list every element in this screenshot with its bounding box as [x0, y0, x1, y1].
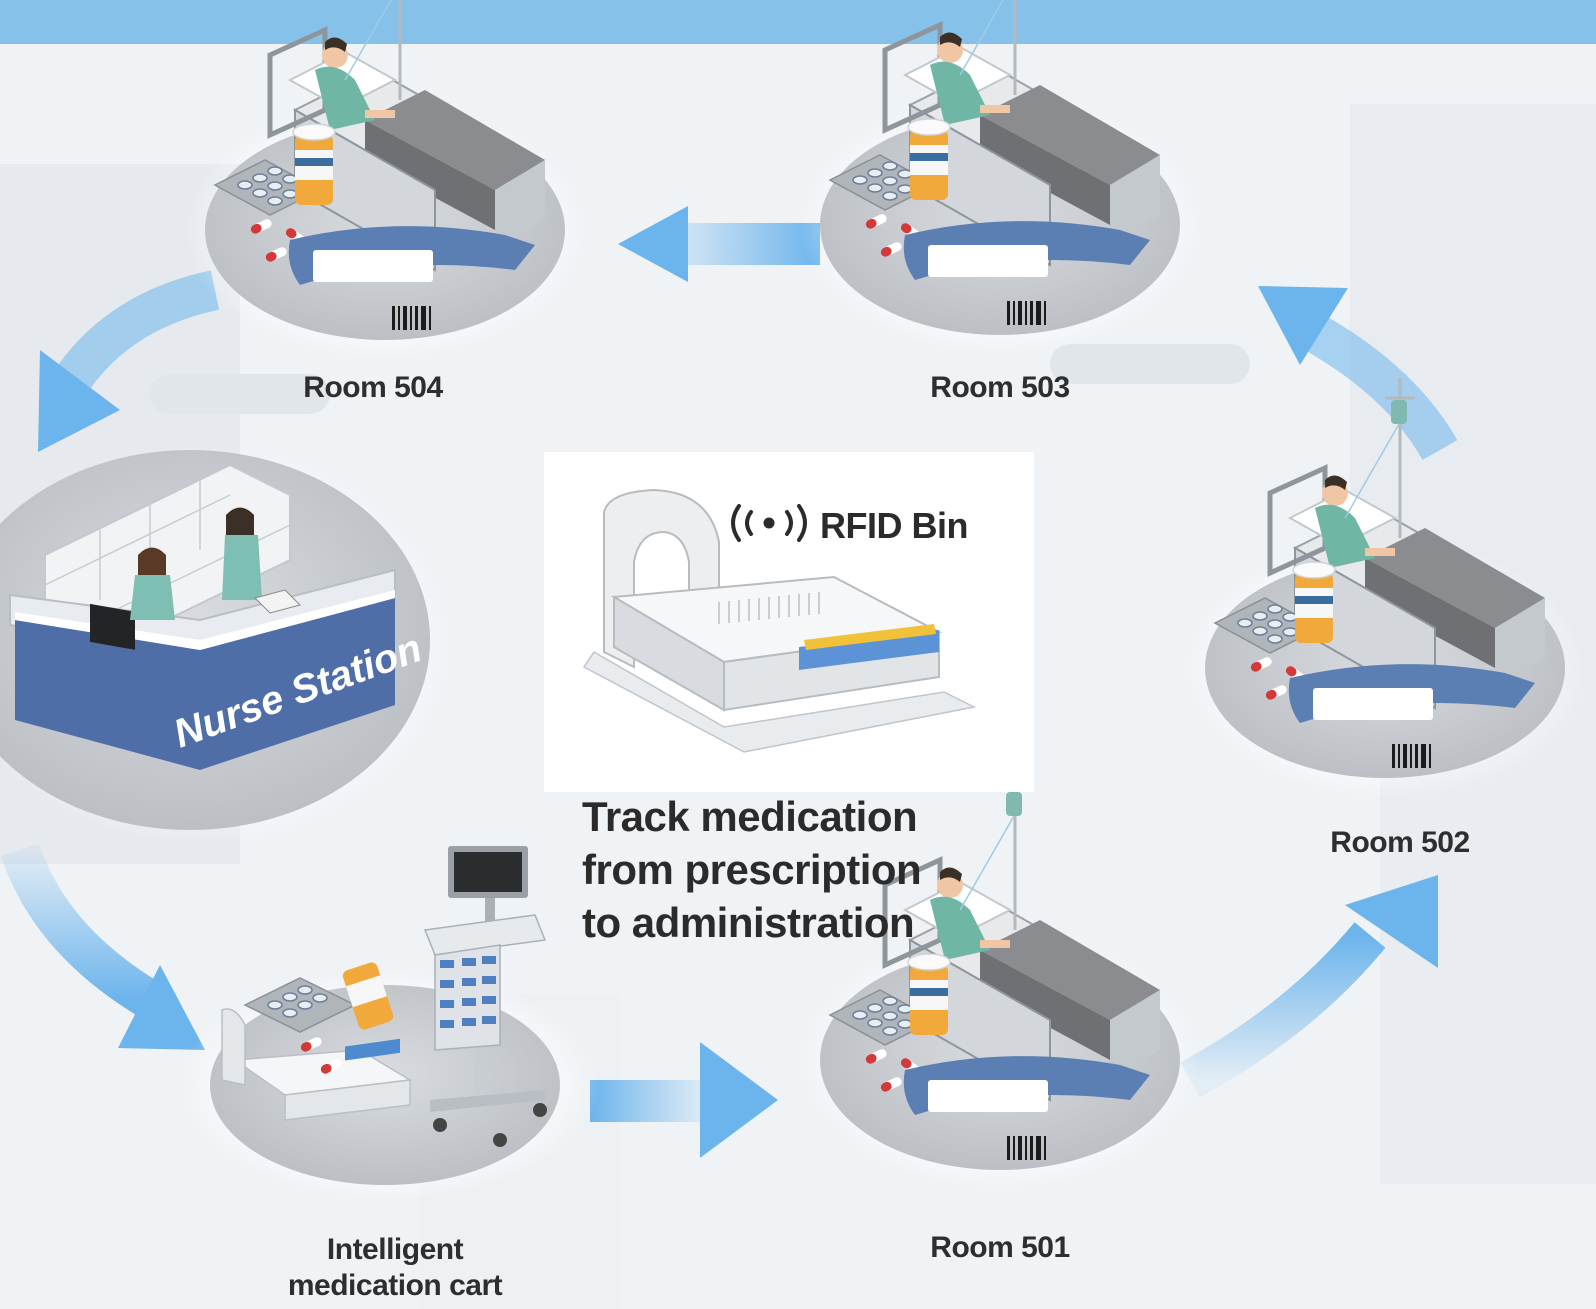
- tagline: Track medication from prescription to ad…: [582, 790, 922, 949]
- arrow-cart-to-501: [590, 1042, 778, 1158]
- room-501-label: Room 501: [930, 1231, 1070, 1264]
- cart-label: Intelligent medication cart: [285, 1232, 505, 1304]
- arrow-504-to-nurse: [38, 270, 220, 452]
- room-503-label: Room 503: [930, 371, 1070, 404]
- cart-label-line-2: medication cart: [287, 1269, 503, 1302]
- rfid-bin-title: RFID Bin: [820, 505, 968, 546]
- arrow-nurse-to-cart: [1, 843, 205, 1050]
- rfid-signal-icon: [731, 504, 807, 542]
- room-502-label: Room 502: [1330, 826, 1470, 859]
- nurse-station-scene: Nurse Station: [0, 445, 450, 845]
- room-502-scene: [1185, 378, 1585, 798]
- arrow-502-to-503: [1258, 286, 1458, 461]
- arrow-501-to-502: [1180, 875, 1438, 1098]
- tagline-line-3: to administration: [582, 899, 915, 946]
- rfid-bin-illustration: [582, 488, 977, 753]
- medication-cart-scene: [180, 846, 600, 1200]
- rfid-bin-panel: [544, 452, 1034, 792]
- header-band: [0, 0, 1596, 44]
- room-504-label: Room 504: [303, 371, 443, 404]
- room-504-scene: [185, 0, 585, 360]
- cart-label-line-1: Intelligent: [326, 1233, 464, 1266]
- barcode-icon: [392, 301, 1431, 1160]
- tagline-line-1: Track medication: [582, 793, 918, 840]
- room-503-scene: [800, 0, 1200, 355]
- tagline-line-2: from prescription: [582, 846, 922, 893]
- arrow-503-to-504: [618, 206, 820, 282]
